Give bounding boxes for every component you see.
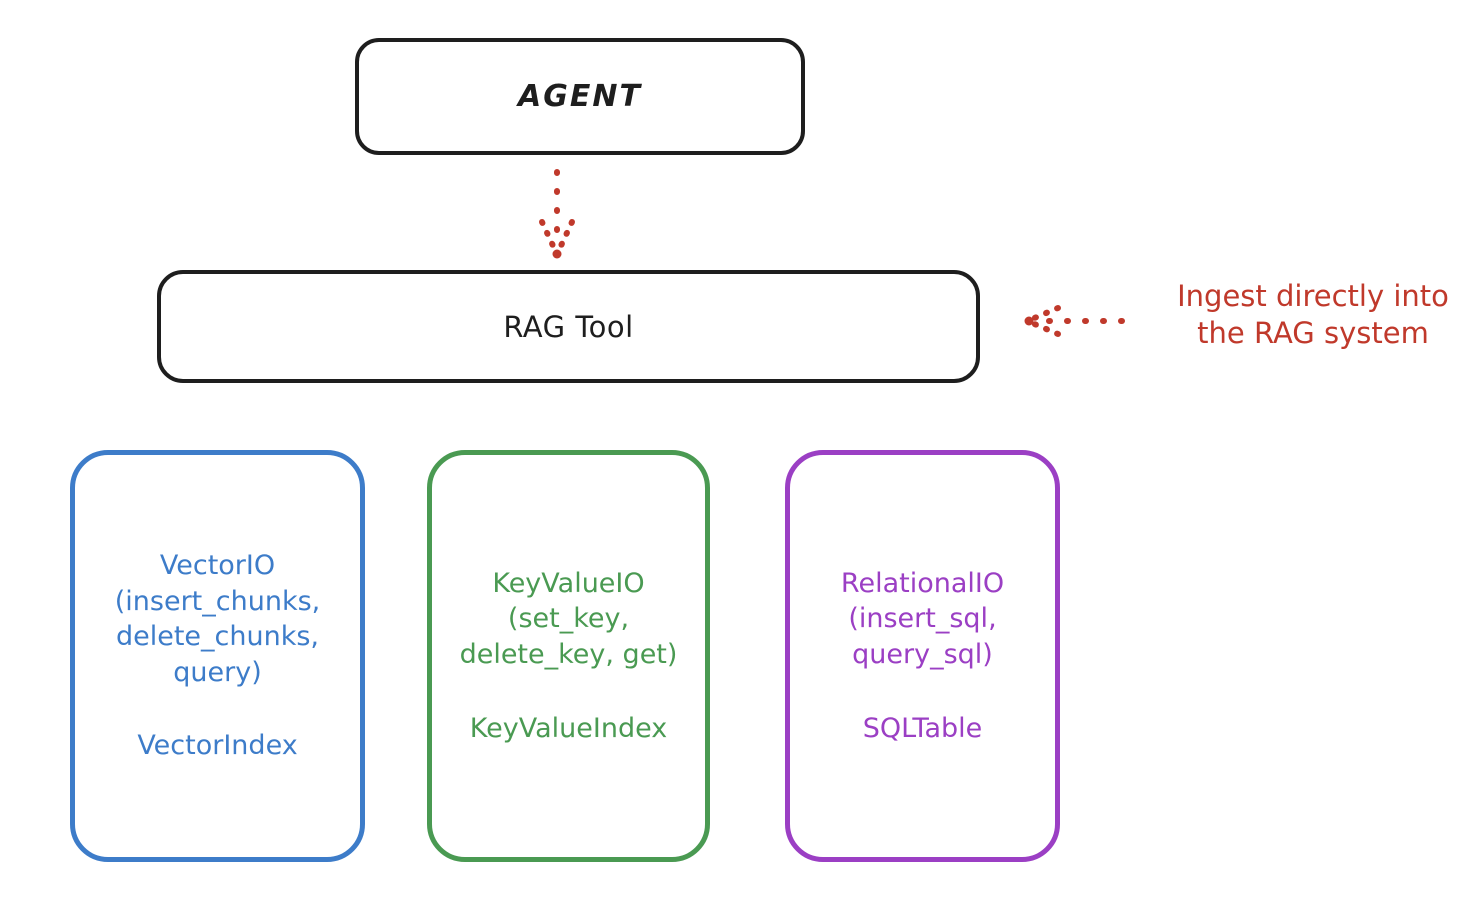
vector-io-title: VectorIO (insert_chunks, delete_chunks, … bbox=[114, 549, 321, 688]
relational-io-node[interactable]: RelationalIO (insert_sql, query_sql) SQL… bbox=[785, 450, 1060, 862]
key-value-io-node[interactable]: KeyValueIO (set_key, delete_key, get) Ke… bbox=[427, 450, 710, 862]
agent-to-rag-tool-arrow-icon bbox=[539, 169, 575, 259]
rag-tool-node-label: RAG Tool bbox=[503, 309, 634, 344]
vector-io-node[interactable]: VectorIO (insert_chunks, delete_chunks, … bbox=[70, 450, 365, 862]
ingest-to-rag-tool-arrow-icon bbox=[1024, 305, 1125, 337]
rag-tool-node[interactable]: RAG Tool bbox=[157, 270, 980, 383]
ingest-annotation-text: Ingest directly into the RAG system bbox=[1177, 279, 1449, 351]
relational-io-title: RelationalIO (insert_sql, query_sql) bbox=[840, 567, 1005, 670]
key-value-io-index-label: KeyValueIndex bbox=[469, 712, 668, 744]
key-value-io-title: KeyValueIO (set_key, delete_key, get) bbox=[459, 567, 678, 670]
agent-node-label: AGENT bbox=[518, 79, 642, 114]
relational-io-index-label: SQLTable bbox=[862, 712, 983, 744]
agent-node[interactable]: AGENT bbox=[355, 38, 805, 155]
vector-io-index-label: VectorIndex bbox=[137, 730, 298, 762]
